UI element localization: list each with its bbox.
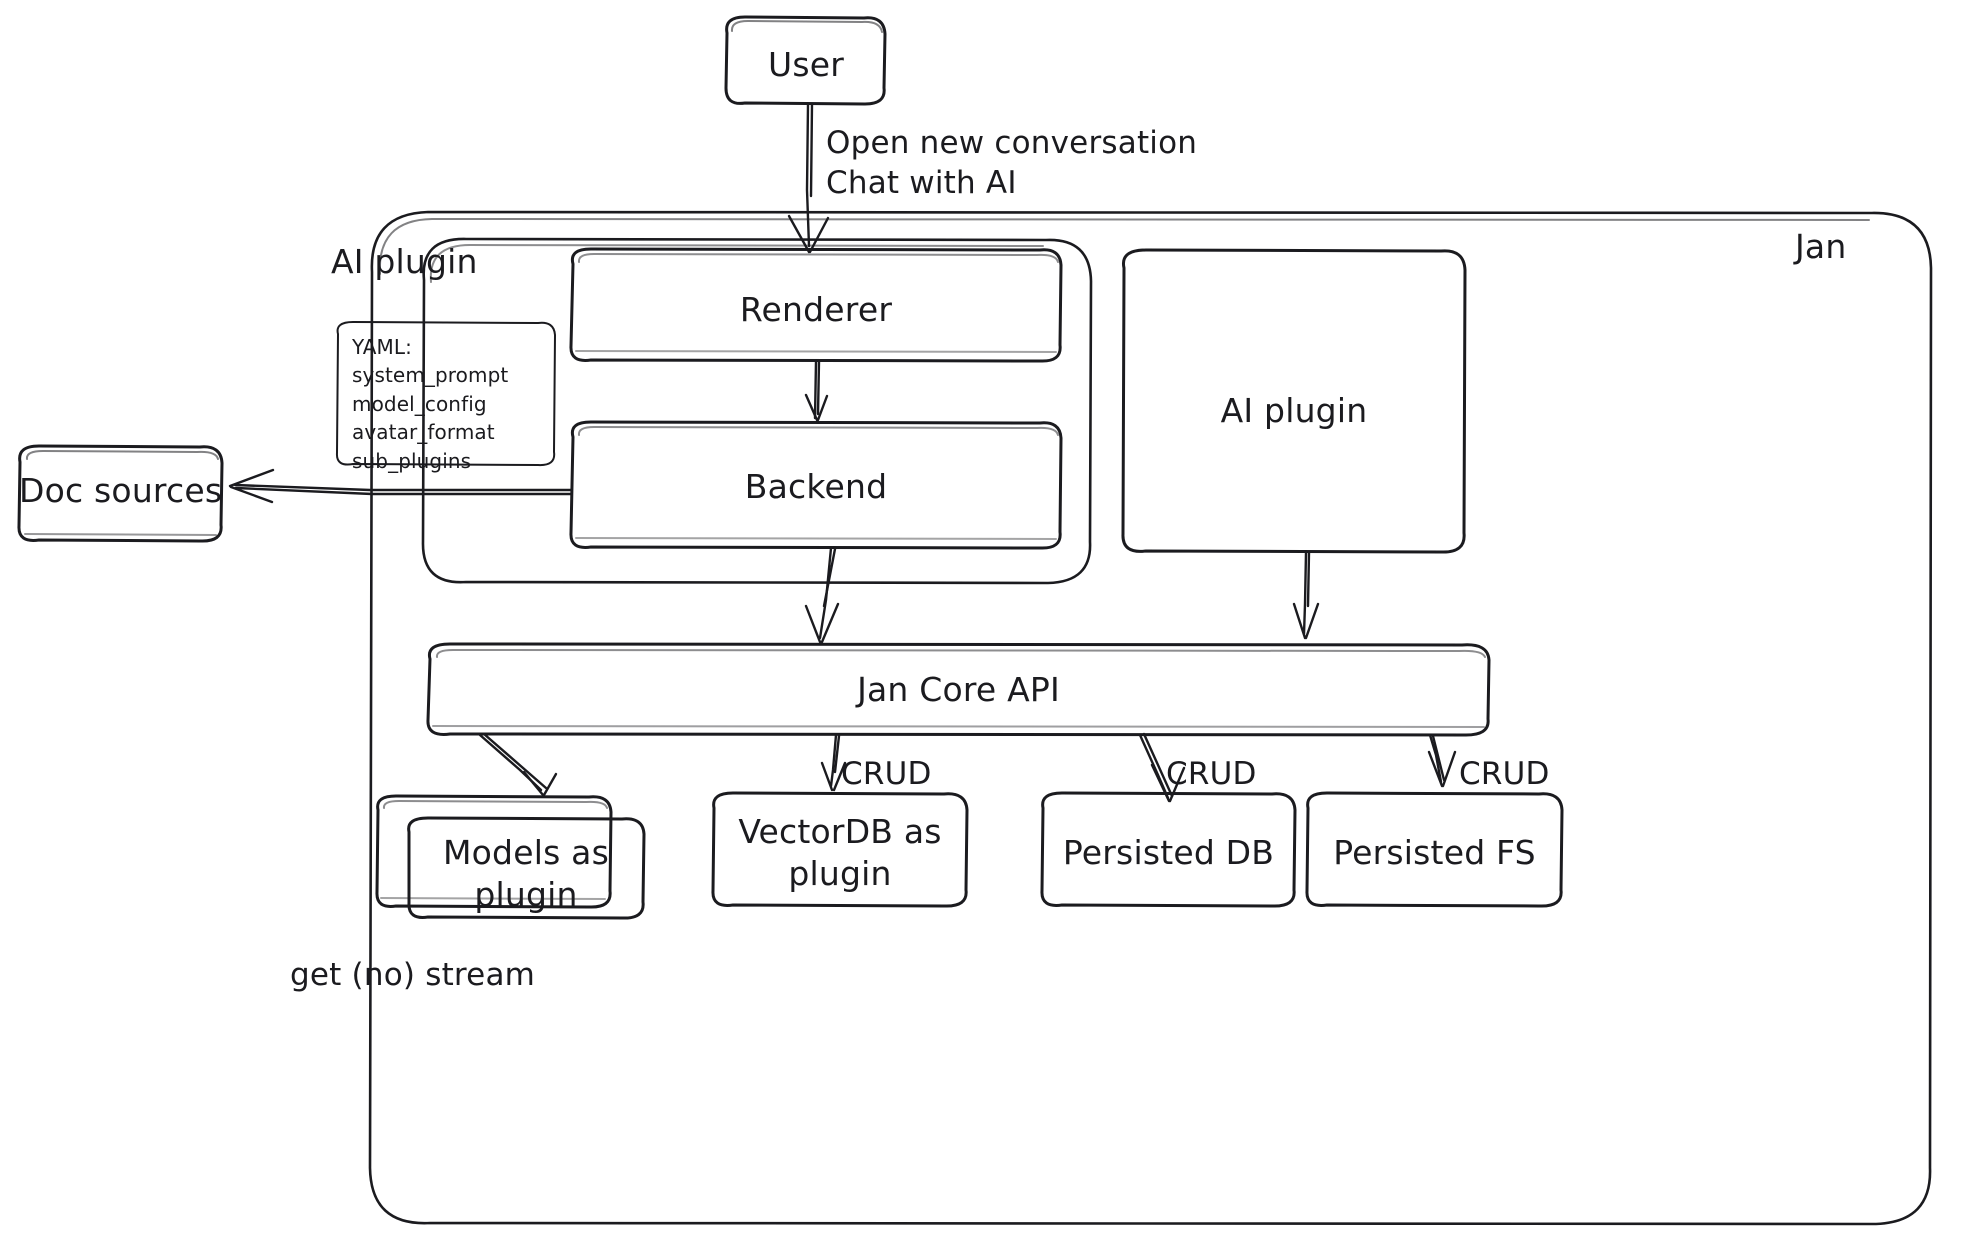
persisted-db-box-shape — [1040, 791, 1297, 908]
arrow-backend-to-doc-sources — [228, 468, 573, 504]
jan-core-api-node[interactable] — [428, 643, 1489, 737]
vectordb-box-shape — [711, 791, 969, 908]
arrow-core-to-models — [478, 732, 558, 797]
backend-node[interactable] — [571, 421, 1061, 550]
arrow-core-to-persisted-db — [1138, 732, 1186, 803]
ai-plugin-right-node[interactable] — [1123, 249, 1465, 554]
arrow-core-to-vectordb — [820, 733, 847, 792]
jan-container-shape — [368, 210, 1933, 1226]
persisted-fs-node[interactable] — [1307, 792, 1562, 908]
doc-sources-box-shape — [17, 444, 224, 543]
user-box-shape — [724, 15, 887, 106]
arrow-ai-plugin-to-core — [1292, 550, 1320, 640]
yaml-card[interactable] — [337, 321, 555, 467]
backend-box-shape — [569, 420, 1063, 550]
models-as-plugin-node[interactable] — [377, 795, 644, 921]
ai-plugin-group-shape — [421, 237, 1093, 585]
vectordb-as-plugin-node[interactable] — [713, 792, 967, 908]
renderer-box-shape — [569, 247, 1063, 363]
jan-core-api-box-shape — [426, 642, 1491, 737]
user-node[interactable] — [726, 16, 886, 106]
yaml-card-shape — [335, 321, 556, 467]
persisted-db-node[interactable] — [1042, 792, 1295, 908]
arrow-renderer-to-backend — [804, 359, 829, 422]
doc-sources-node[interactable] — [18, 445, 223, 543]
arrow-user-to-renderer — [787, 102, 830, 254]
persisted-fs-box-shape — [1305, 791, 1564, 908]
ai-plugin-right-box-shape — [1121, 248, 1467, 554]
renderer-node[interactable] — [571, 248, 1061, 363]
models-as-plugin-inner-shape — [407, 816, 646, 920]
arrow-core-to-persisted-fs — [1427, 733, 1457, 788]
models-as-plugin-outer-shape — [375, 794, 613, 909]
arrow-backend-to-core — [804, 546, 840, 644]
